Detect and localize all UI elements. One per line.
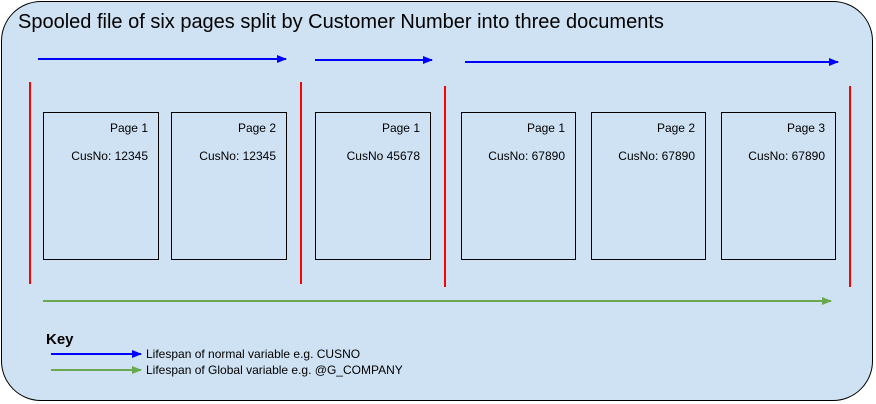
key-normal-label: Lifespan of normal variable e.g. CUSNO: [146, 347, 361, 361]
page-number-label: Page 2: [656, 121, 695, 135]
page-number-label: Page 3: [786, 121, 825, 135]
customer-number-label: CusNo: 12345: [199, 149, 276, 163]
customer-number-label: CusNo: 12345: [71, 149, 148, 163]
page-box: Page 1 CusNo 45678: [315, 112, 431, 260]
diagram-title: Spooled file of six pages split by Custo…: [18, 11, 664, 33]
page-number-label: Page 1: [526, 121, 565, 135]
page-box: Page 1 CusNo: 67890: [461, 112, 576, 260]
customer-number-label: CusNo 45678: [346, 149, 420, 163]
page-box: Page 1 CusNo: 12345: [43, 112, 159, 260]
page-number-label: Page 2: [237, 121, 276, 135]
customer-number-label: CusNo: 67890: [748, 149, 825, 163]
key-title: Key: [46, 331, 74, 348]
page-number-label: Page 1: [109, 121, 148, 135]
page-box: Page 2 CusNo: 67890: [591, 112, 706, 260]
page-number-label: Page 1: [381, 121, 420, 135]
customer-number-label: CusNo: 67890: [618, 149, 695, 163]
customer-number-label: CusNo: 67890: [488, 149, 565, 163]
page-box: Page 3 CusNo: 67890: [721, 112, 836, 260]
page-box: Page 2 CusNo: 12345: [171, 112, 287, 260]
key-global-label: Lifespan of Global variable e.g. @G_COMP…: [146, 363, 403, 377]
